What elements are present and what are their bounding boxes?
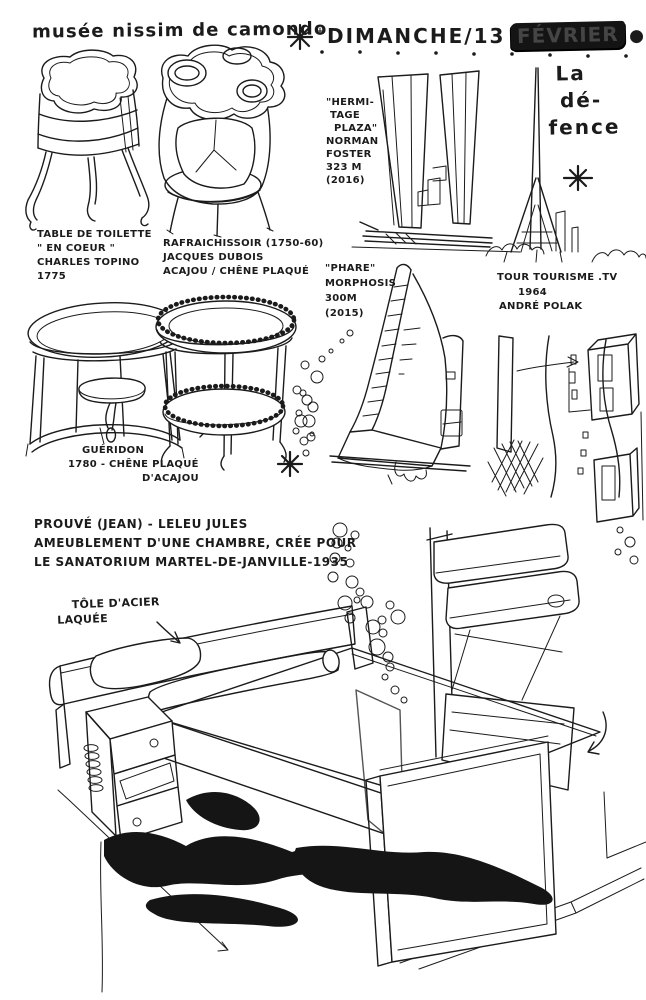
hermitage-plaza-sketch	[351, 70, 521, 253]
swing-shelf-unit-sketch	[426, 523, 607, 791]
caption-line: La	[555, 60, 586, 86]
material-note-arrow-icon	[156, 621, 181, 644]
caption-line: JACQUES DUBOIS	[163, 252, 264, 263]
caption-line: "PHARE"	[325, 263, 376, 274]
caption-line: 1964	[518, 286, 548, 298]
date-end-dot: ●	[629, 25, 646, 46]
caption-line: LE SANATORIUM MARTEL-DE-JANVILLE-1935	[34, 555, 349, 569]
gueridon-gallery-sketch	[155, 294, 297, 471]
bubbles-and-star-decoration	[276, 385, 316, 478]
caption-line: 1780 - CHÊNE PLAQUÉ	[68, 459, 199, 470]
caption-line: (2016)	[326, 175, 365, 186]
date-underline-dots	[316, 27, 628, 58]
caption-line: NORMAN	[326, 136, 379, 147]
caption-line: TAGE	[330, 110, 361, 121]
caption-prouve-bed: PROUVÉ (JEAN) - LELEU JULES AMEUBLEMENT …	[34, 515, 357, 572]
table-toilette-sketch	[25, 49, 150, 231]
la-defense-title: La dé- fence	[547, 59, 620, 141]
caption-material-note: TÔLE D'ACIER LAQUÉE	[57, 594, 161, 628]
caption-line: " EN COEUR "	[37, 243, 116, 254]
caption-line: FOSTER	[326, 149, 372, 160]
caption-line: TOUR TOURISME .TV	[497, 272, 618, 283]
date-slash: /	[464, 23, 474, 48]
caption-line: D'ACAJOU	[142, 473, 199, 484]
caption-line: (2015)	[325, 308, 364, 319]
caption-tour-tourisme: TOUR TOURISME .TV 1964 ANDRÉ POLAK	[497, 271, 617, 315]
caption-line: PROUVÉ (JEAN) - LELEU JULES	[34, 517, 248, 531]
gueridon-oval-sketch	[25, 302, 213, 459]
tour-polak-sketch	[487, 333, 644, 523]
caption-line: "HERMI-	[326, 97, 375, 108]
rafraichissoir-sketch	[158, 44, 286, 238]
caption-line: RAFRAICHISSOIR (1750-60)	[163, 238, 324, 249]
date-day: DIMANCHE	[327, 23, 465, 48]
caption-rafraichissoir: RAFRAICHISSOIR (1750-60) JACQUES DUBOIS …	[163, 237, 323, 279]
caption-hermitage-plaza: "HERMI- TAGE PLAZA" NORMAN FOSTER 323 M …	[326, 96, 378, 187]
caption-line: MORPHOSIS	[325, 278, 397, 289]
caption-phare-morphosis: "PHARE" MORPHOSIS 300M (2015)	[325, 261, 396, 321]
nightstand-sketch	[83, 696, 183, 842]
caption-line: CHARLES TOPINO	[37, 257, 140, 268]
caption-line: fence	[548, 114, 621, 140]
caption-line: AMEUBLEMENT D'UNE CHAMBRE, CRÉE POUR	[34, 536, 357, 550]
prouve-bed-sketch	[48, 523, 646, 993]
caption-line: 323 M	[326, 162, 362, 173]
caption-table-toilette: TABLE DE TOILETTE " EN COEUR " CHARLES T…	[37, 228, 152, 284]
phare-tower-sketch	[294, 263, 471, 485]
caption-line: 300M	[325, 293, 358, 304]
caption-line: 1775	[37, 271, 67, 282]
caption-line: TABLE DE TOILETTE	[37, 229, 152, 240]
date-number: 13	[473, 23, 506, 48]
caption-line: PLAZA"	[334, 123, 378, 134]
bubble-trail-decoration	[327, 522, 639, 704]
la-defense-spike-sketch	[485, 67, 646, 263]
header-star-icon	[286, 23, 314, 51]
caption-line: TÔLE D'ACIER	[71, 595, 160, 612]
date-month-scribbled-out: FÉVRIER	[511, 20, 626, 51]
caption-line: ACAJOU / CHÊNE PLAQUÉ	[163, 266, 310, 277]
caption-gueridon: GUÉRIDON 1780 - CHÊNE PLAQUÉ D'ACAJOU	[68, 444, 199, 486]
caption-line: GUÉRIDON	[82, 445, 145, 456]
page-title: musée nissim de camondo	[31, 18, 328, 43]
caption-line: dé-	[559, 87, 603, 113]
caption-line: ANDRÉ POLAK	[499, 301, 583, 312]
